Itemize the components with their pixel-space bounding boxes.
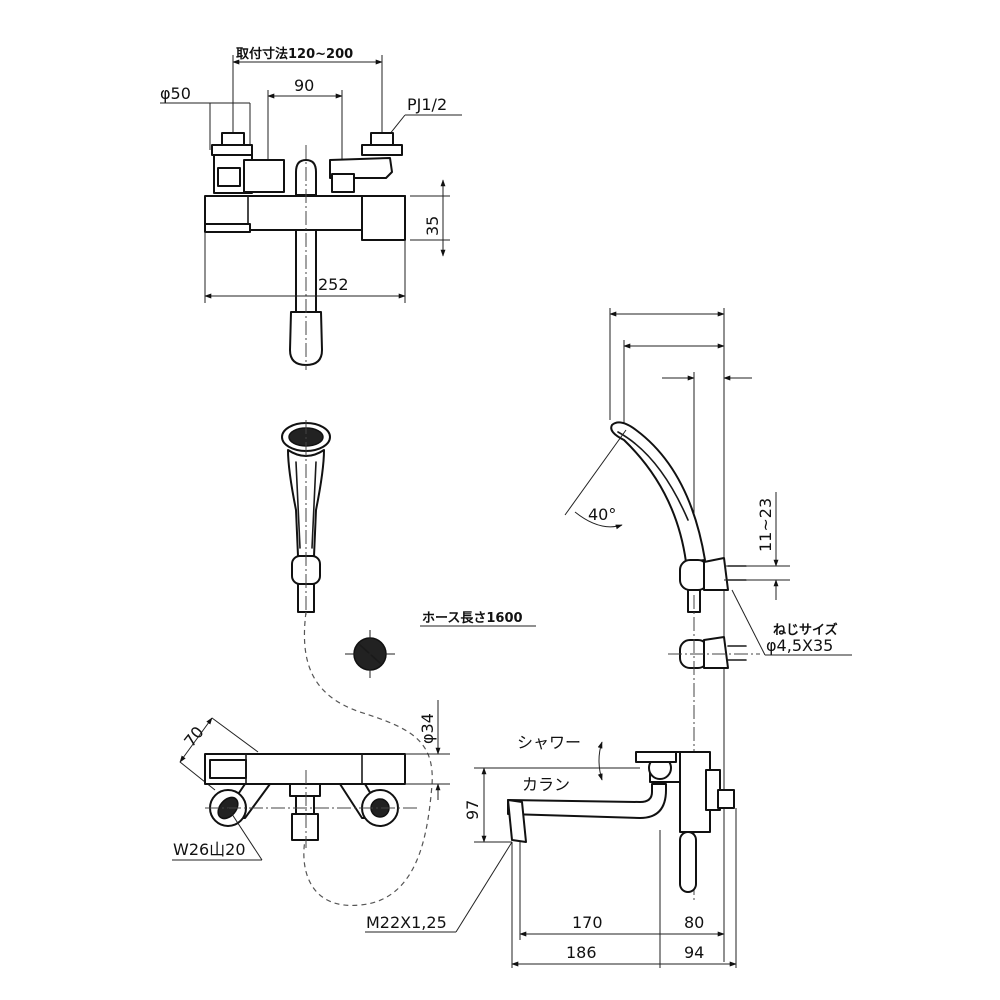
label-dia-50: φ50 [160,84,191,103]
label-shower: シャワー [517,733,581,752]
label-dim-170: 170 [572,913,603,932]
label-mount-range: 取付寸法120~200 [236,46,353,62]
top-view: 取付寸法120~200 φ50 90 PJ1/2 35 252 [160,46,462,370]
label-hose-length: ホース長さ1600 [422,611,523,626]
label-w26: W26山20 [173,840,246,859]
label-screw-size: φ4,5X35 [766,636,833,655]
side-view: 40° 11~23 ねじサイズ φ4,5X35 [365,308,852,968]
hose-path [303,611,433,906]
label-dim-35: 35 [423,216,442,236]
label-pj: PJ1/2 [407,95,447,114]
hand-shower [281,420,331,618]
label-dim-97: 97 [463,800,482,820]
label-dim-252: 252 [318,275,349,294]
label-karan: カラン [522,775,570,794]
label-dia-34: φ34 [418,713,437,744]
hose-cross-section: ホース長さ1600 [345,611,536,678]
label-dim-186: 186 [566,943,597,962]
label-angle-40: 40° [588,505,616,524]
label-dim-94: 94 [684,943,704,962]
label-dim-80: 80 [684,913,704,932]
label-m22: M22X1,25 [366,913,447,932]
label-dim-11-23: 11~23 [756,498,775,552]
front-view: 70 φ34 W26山20 [172,700,450,861]
label-dim-70: 70 [180,723,208,751]
label-screw: ねじサイズ [773,622,838,638]
label-dim-90: 90 [294,76,314,95]
